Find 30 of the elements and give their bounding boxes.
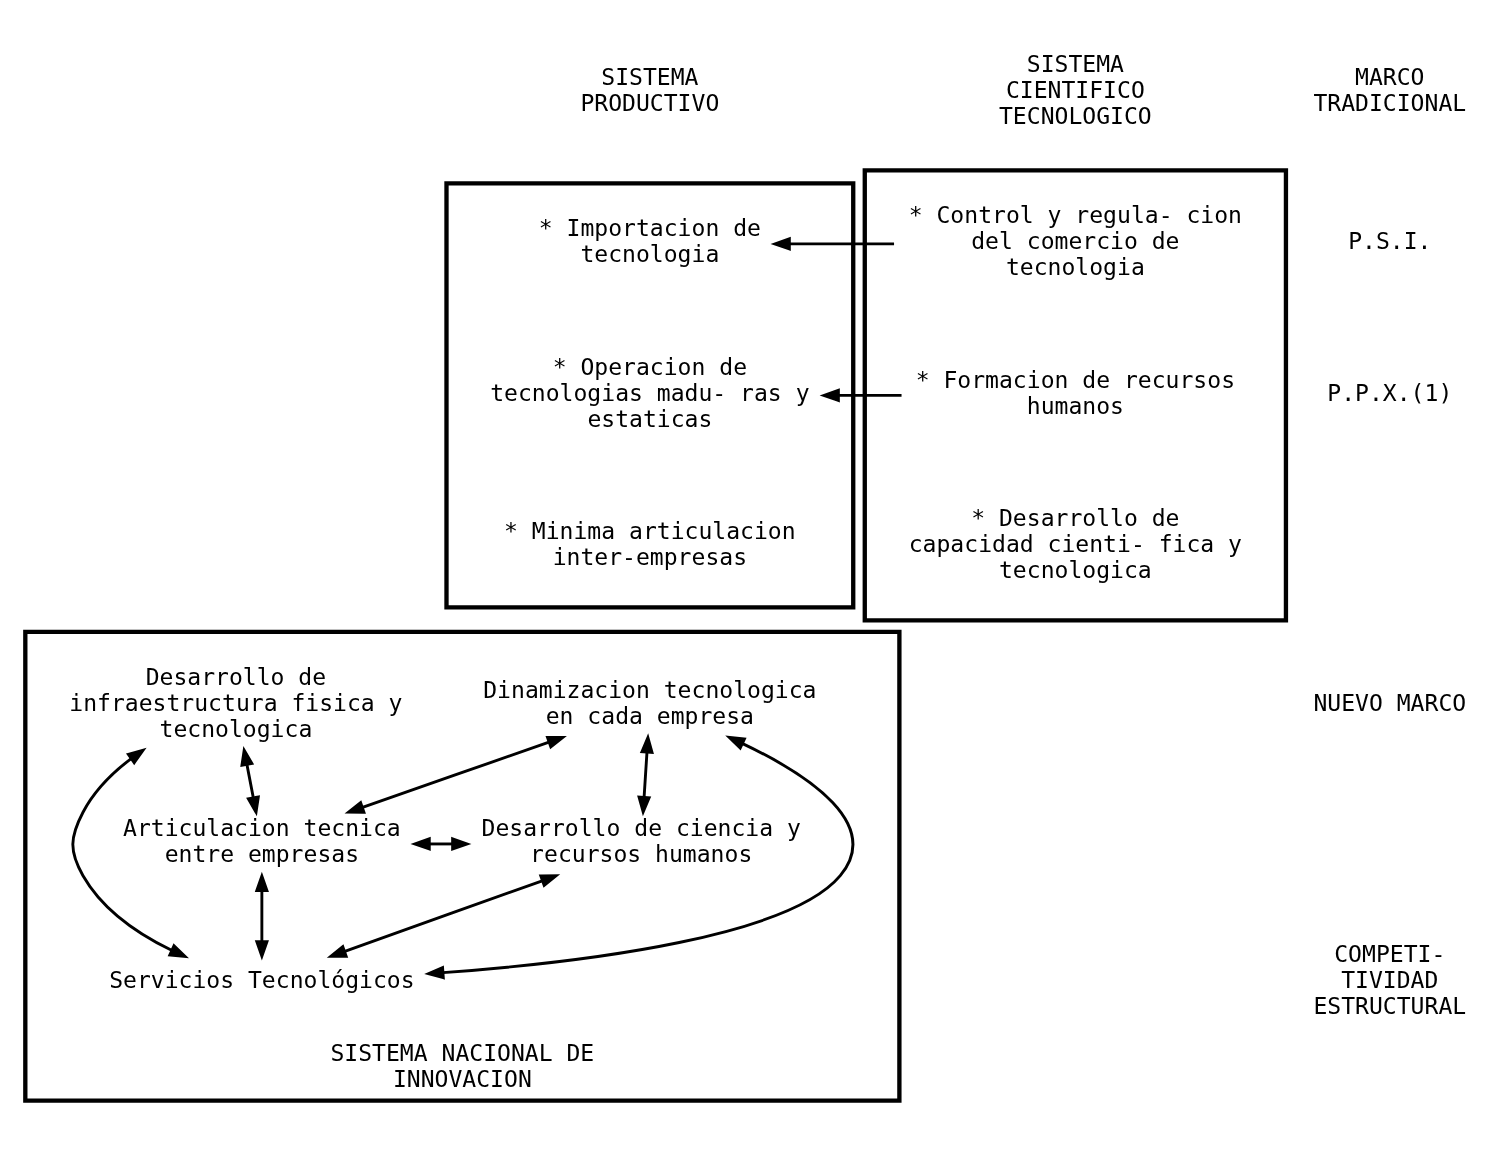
- node-text: * Desarrollo de capacidad cienti- fica y tecnologica: [908, 505, 1242, 584]
- arrow: [410, 836, 472, 852]
- arrow: [71, 747, 189, 959]
- arrow: [770, 236, 895, 251]
- label: SISTEMA CIENTIFICO TECNOLOGICO: [998, 51, 1152, 129]
- node-text: Servicios Tecnológicos: [109, 966, 415, 993]
- label: P.P.X.(1): [1327, 379, 1453, 406]
- label: SISTEMA PRODUCTIVO: [580, 63, 720, 116]
- arrow: [240, 745, 260, 817]
- cluster: [444, 181, 856, 610]
- label: P.S.I.: [1348, 228, 1432, 255]
- label: MARCO TRADICIONAL: [1313, 63, 1467, 116]
- label: NUEVO MARCO: [1313, 689, 1467, 716]
- arrow: [254, 871, 269, 961]
- label: COMPETI- TIVIDAD ESTRUCTURAL: [1313, 940, 1467, 1019]
- node-text: Articulacion tecnica entre empresas: [123, 815, 401, 868]
- arrow: [637, 733, 654, 817]
- node-text: Desarrollo de infraestructura fisica y tecnologica: [69, 664, 403, 742]
- arrow: [344, 735, 567, 814]
- node-text: * Operacion de tecnologias madu- ras y estaticas: [490, 353, 810, 432]
- arrow: [326, 874, 561, 958]
- node-text: * Control y regula- cion del comercio de tecnologia: [908, 202, 1242, 281]
- node-text: Dinamizacion tecnologica en cada empresa: [483, 676, 817, 729]
- node-text: * Minima articulacion inter-empresas: [504, 518, 796, 571]
- arrow: [424, 735, 854, 980]
- node-text: * Formacion de recursos humanos: [915, 366, 1236, 419]
- arrow: [819, 388, 902, 403]
- node-text: Desarrollo de ciencia y recursos humanos: [481, 815, 801, 868]
- node-text: * Importacion de tecnologia: [538, 215, 761, 268]
- cluster: [862, 168, 1289, 623]
